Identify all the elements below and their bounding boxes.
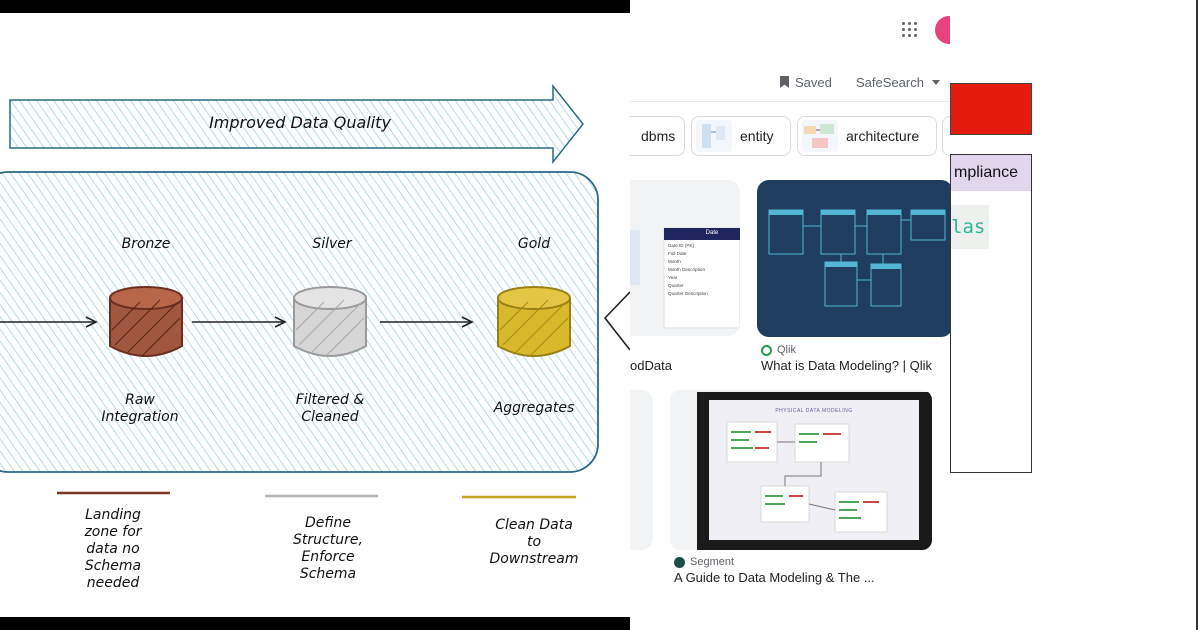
chevron-down-icon xyxy=(931,79,940,85)
table-row: Full Date xyxy=(668,251,687,256)
apps-grid-icon[interactable] xyxy=(902,22,918,38)
result-image-segment[interactable]: PHYSICAL DATA MODELING xyxy=(670,390,932,550)
result-title[interactable]: odData xyxy=(630,358,672,373)
image-search-panel: Saved SafeSearch dbms entity architectur… xyxy=(630,0,950,630)
quality-banner-arrow xyxy=(9,83,584,165)
tier-name-bronze: Bronze xyxy=(121,236,171,252)
tier-note-bronze: Landing zone for data no Schema needed xyxy=(84,507,142,591)
slide: PHYSICAL DATA MODELING xyxy=(709,400,919,540)
gold-cylinder xyxy=(497,286,571,357)
table-row: Quarter xyxy=(668,283,684,288)
table-row: Month Description xyxy=(668,267,706,272)
compliance-tab[interactable]: mpliance xyxy=(950,154,1032,192)
divider xyxy=(630,101,950,102)
bottom-border xyxy=(0,617,630,630)
bronze-cylinder xyxy=(109,286,183,357)
er-diagram-illustration xyxy=(768,209,946,307)
tier-desc-gold: Aggregates xyxy=(493,400,575,416)
result-title[interactable]: A Guide to Data Modeling & The ... xyxy=(674,570,875,585)
tier-name-gold: Gold xyxy=(517,236,551,252)
result-title[interactable]: What is Data Modeling? | Qlik xyxy=(761,358,932,373)
chip-entity[interactable]: entity xyxy=(691,116,791,156)
chip-label: dbms xyxy=(641,128,676,144)
saved-label: Saved xyxy=(795,74,832,90)
chip-label: entity xyxy=(740,128,774,144)
chip-label: architecture xyxy=(846,128,920,144)
table-row: Year xyxy=(668,275,678,280)
chip-dbms[interactable]: dbms xyxy=(630,116,685,156)
safesearch-button[interactable]: SafeSearch xyxy=(856,73,940,91)
source-label: Qlik xyxy=(777,344,796,356)
source-label: Segment xyxy=(690,556,735,568)
video-frame: PHYSICAL DATA MODELING xyxy=(697,392,932,550)
tier-desc-bronze: Raw Integration xyxy=(101,392,179,425)
account-avatar[interactable] xyxy=(935,16,950,44)
medallion-diagram: Improved Data Quality Bronze Silver Gold… xyxy=(0,0,630,630)
segment-logo-icon xyxy=(674,556,685,568)
chip-architecture[interactable]: architecture xyxy=(797,116,937,156)
result-source-qlik[interactable]: Qlik xyxy=(761,344,796,356)
slide-heading: PHYSICAL DATA MODELING xyxy=(775,408,853,414)
partial-page: mpliance las xyxy=(950,0,1200,630)
banner-label: Improved Data Quality xyxy=(209,113,391,132)
table-row: Month xyxy=(668,259,681,264)
saved-button[interactable]: Saved xyxy=(780,73,832,91)
safesearch-label: SafeSearch xyxy=(856,74,924,90)
table-row: Quarter Description xyxy=(668,291,708,296)
chip-more[interactable] xyxy=(942,116,950,156)
result-image-qlik[interactable] xyxy=(757,180,950,337)
chip-thumbnail xyxy=(696,120,732,152)
tier-note-silver: Define Structure, Enforce Schema xyxy=(293,515,363,582)
chip-thumbnail xyxy=(802,120,838,152)
tier-note-gold: Clean Data to Downstream xyxy=(489,517,579,567)
result-image-partial[interactable] xyxy=(630,390,653,550)
result-source-segment[interactable]: Segment xyxy=(674,556,734,568)
tier-name-silver: Silver xyxy=(312,236,352,252)
page-edge xyxy=(1196,0,1198,630)
qlik-logo-icon xyxy=(761,344,772,356)
physical-model-illustration xyxy=(726,421,888,533)
silver-cylinder xyxy=(293,286,367,357)
tier-desc-silver: Filtered & Cleaned xyxy=(295,392,365,425)
bookmark-icon xyxy=(780,76,789,88)
diagram-sketch xyxy=(0,83,630,499)
table-title: Date xyxy=(705,230,719,236)
code-snippet: las xyxy=(951,205,989,249)
red-banner xyxy=(950,83,1032,135)
top-border xyxy=(0,0,630,13)
date-table-illustration xyxy=(630,227,740,329)
table-row: Date ID (PK) xyxy=(668,243,695,248)
